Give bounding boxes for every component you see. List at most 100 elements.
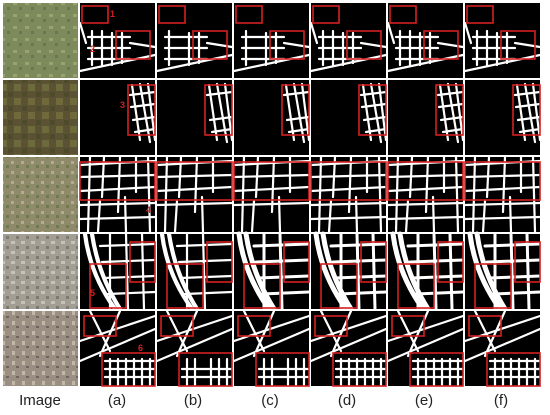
road-segment: [414, 290, 465, 296]
road-mask-row-5-col-4: [309, 309, 388, 388]
road-segment: [408, 258, 465, 264]
road-segment: [277, 195, 282, 234]
highlight-box: [474, 263, 512, 309]
road-mask-row-3-col-3: [232, 155, 311, 234]
satellite-image-row-3: [3, 157, 78, 232]
road-mask-row-2-col-5: [388, 80, 465, 155]
road-segment: [397, 231, 431, 312]
highlight-box: [281, 84, 310, 136]
road-segment: [155, 327, 234, 363]
road-mask-row-5-col-6: [463, 309, 542, 388]
road-segment: [129, 102, 157, 109]
road-segment: [116, 155, 122, 214]
road-segment: [78, 173, 157, 179]
highlight-box: [486, 352, 541, 387]
road-segment: [436, 41, 465, 49]
highlight-box: [437, 241, 464, 283]
road-segment: [243, 231, 277, 312]
highlight-box: [166, 263, 204, 309]
road-mask-row-1-col-2: [155, 3, 234, 78]
column-label-e: (e): [414, 392, 434, 409]
road-segment: [317, 155, 323, 234]
road-segment: [516, 115, 542, 122]
road-mask-row-1-col-4: [309, 3, 388, 78]
highlight-box: [178, 352, 233, 387]
road-mask-row-3-col-5: [386, 155, 465, 234]
road-segment: [463, 327, 542, 363]
highlight-box: [466, 5, 494, 24]
road-segment: [360, 102, 388, 109]
road-segment: [327, 199, 333, 234]
road-mask-row-4-col-4: [311, 231, 388, 312]
highlight-box: [389, 5, 417, 24]
road-segment: [424, 155, 430, 214]
road-segment: [359, 90, 388, 97]
highlight-box: [320, 263, 358, 309]
road-segment: [386, 314, 465, 343]
highlight-box: [358, 84, 387, 136]
column-label-a: (a): [107, 392, 127, 409]
road-segment: [377, 155, 383, 234]
road-segment: [128, 90, 157, 97]
road-segment: [359, 41, 388, 49]
road-segment: [471, 155, 477, 234]
highlight-box: [101, 352, 156, 387]
column-label-d: (d): [337, 392, 357, 409]
road-segment: [250, 199, 256, 234]
road-segment: [319, 309, 343, 353]
highlight-box: [237, 315, 271, 337]
highlight-box: [512, 84, 541, 136]
road-segment: [491, 290, 542, 296]
road-mask-row-5-col-3: [232, 309, 311, 388]
road-segment: [386, 215, 465, 221]
road-segment: [287, 127, 311, 134]
satellite-image-row-5: [3, 311, 78, 386]
road-segment: [201, 232, 207, 311]
road-segment: [96, 199, 102, 234]
highlight-box: [115, 30, 151, 60]
highlight-box: [464, 161, 541, 201]
road-segment: [474, 231, 508, 312]
highlight-box: [332, 352, 387, 387]
road-segment: [177, 258, 234, 264]
highlight-box: [156, 161, 233, 201]
highlight-box: [391, 315, 425, 337]
road-segment: [396, 309, 420, 353]
road-segment: [165, 309, 189, 353]
road-segment: [483, 242, 542, 248]
road-segment: [232, 185, 311, 193]
road-mask-row-1-col-1: 12: [78, 3, 157, 78]
road-segment: [386, 185, 465, 193]
highlight-box: [192, 30, 228, 60]
road-mask-row-3-col-6: [463, 155, 542, 234]
road-segment: [282, 41, 311, 49]
road-segment: [436, 90, 465, 97]
highlight-box: [235, 5, 263, 24]
road-segment: [309, 21, 319, 45]
road-segment: [386, 21, 396, 45]
road-segment: [309, 185, 388, 193]
road-segment: [123, 195, 128, 234]
region-marker-6: 6: [138, 343, 143, 353]
road-segment: [463, 173, 542, 179]
road-segment: [252, 242, 311, 248]
road-segment: [454, 155, 460, 234]
road-segment: [309, 314, 388, 343]
road-segment: [282, 90, 311, 97]
road-segment: [78, 21, 88, 45]
satellite-image-row-4: [3, 234, 78, 309]
road-segment: [173, 199, 179, 234]
road-segment: [78, 327, 157, 363]
road-segment: [485, 155, 491, 199]
column-label-f: (f): [493, 392, 509, 409]
road-segment: [531, 155, 537, 234]
road-mask-row-4-col-2: [157, 231, 234, 312]
road-segment: [78, 185, 157, 193]
road-segment: [514, 102, 542, 109]
road-segment: [146, 155, 152, 234]
road-segment: [404, 199, 410, 234]
highlight-box: [83, 315, 117, 337]
road-mask-row-1-col-5: [386, 3, 465, 78]
highlight-box: [314, 315, 348, 337]
road-segment: [481, 199, 487, 234]
